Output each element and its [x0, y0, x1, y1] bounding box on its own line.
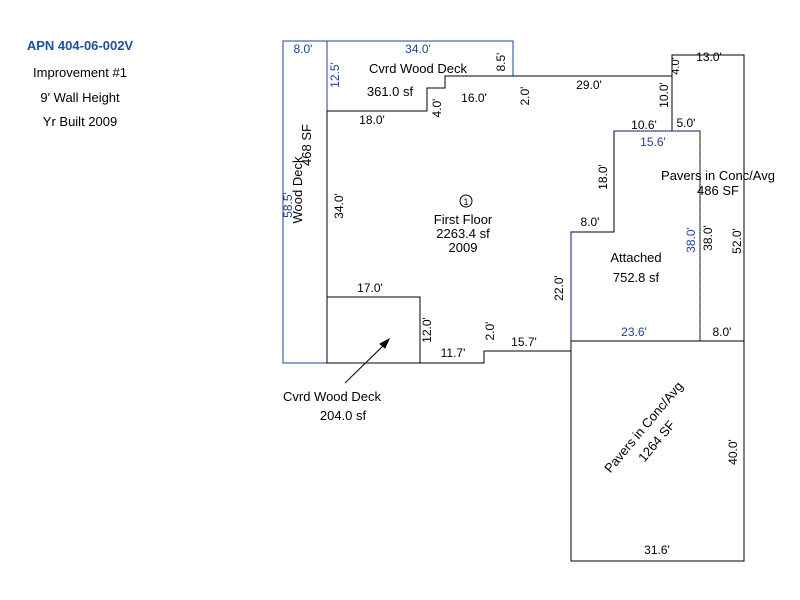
dim-16-0: 16.0' — [461, 91, 487, 105]
dim-38-0: 38.0' — [701, 225, 715, 251]
wall-height-label: 9' Wall Height — [40, 90, 120, 105]
dim-8-0-mid: 8.0' — [581, 215, 600, 229]
pavers-top-area: 486 SF — [697, 183, 739, 198]
dim-18-0-top: 18.0' — [359, 113, 385, 127]
year-built-label: Yr Built 2009 — [42, 114, 118, 129]
dim-40-0: 40.0' — [726, 439, 740, 465]
dim-22-0: 22.0' — [552, 275, 566, 301]
dim-8-0-top: 8.0' — [294, 42, 313, 56]
dim-2-0-top: 2.0' — [518, 87, 532, 106]
first-floor-area: 2263.4 sf — [436, 226, 490, 241]
dim-5-0: 5.0' — [677, 116, 696, 130]
dim-4-0-right: 4.0' — [670, 57, 682, 74]
apn-label: APN 404-06-002V — [26, 38, 134, 53]
dim-12-0: 12.0' — [420, 317, 434, 343]
cvrd-deck-top-name: Cvrd Wood Deck — [369, 61, 468, 76]
dim-4-0-mid: 4.0' — [430, 99, 444, 118]
dim-18-0-right: 18.0' — [596, 164, 610, 190]
cvrd-deck-bottom-area: 204.0 sf — [320, 408, 367, 423]
pavers-bottom-outline — [570, 340, 745, 562]
dim-23-6: 23.6' — [621, 325, 647, 339]
dim-8-0-right: 8.0' — [713, 325, 732, 339]
cvrd-deck-bottom-outline — [326, 296, 421, 364]
first-floor-year: 2009 — [449, 240, 478, 255]
cvrd-deck-arrow-head — [379, 337, 391, 349]
dim-10-6: 10.6' — [631, 118, 657, 132]
first-floor-marker: 1 — [463, 197, 468, 207]
attached-area: 752.8 sf — [613, 270, 660, 285]
dim-11-7: 11.7' — [441, 346, 466, 360]
first-floor-marker-circle — [459, 194, 473, 208]
dim-34-0-top: 34.0' — [405, 42, 431, 56]
dim-15-7: 15.7' — [511, 335, 537, 349]
cvrd-deck-bottom-name: Cvrd Wood Deck — [283, 389, 382, 404]
first-floor-name: First Floor — [434, 212, 493, 227]
dim-38-0-blue: 38.0' — [684, 227, 698, 253]
dim-29-0: 29.0' — [576, 78, 602, 92]
dim-13-0: 13.0' — [696, 50, 722, 64]
dim-52-0: 52.0' — [730, 228, 744, 254]
dim-10-0: 10.0' — [657, 82, 671, 108]
cvrd-deck-top-area: 361.0 sf — [367, 84, 414, 99]
wood-deck-area: 468 SF — [299, 124, 314, 166]
pavers-top-outline — [671, 54, 745, 342]
improvement-label: Improvement #1 — [33, 65, 127, 80]
dim-17-0: 17.0' — [357, 281, 383, 295]
wood-deck-name: Wood Deck — [290, 156, 305, 223]
dim-34-0-left: 34.0' — [332, 193, 346, 219]
dim-2-0-bot: 2.0' — [483, 322, 497, 341]
dim-12-5: 12.5' — [328, 62, 342, 88]
cvrd-deck-arrow-line — [344, 341, 388, 384]
dim-31-6: 31.6' — [644, 543, 670, 557]
dim-58-5: 58.5' — [281, 192, 295, 218]
pavers-top-name: Pavers in Conc/Avg — [661, 168, 775, 183]
dim-15-6: 15.6' — [640, 135, 666, 149]
dim-8-5: 8.5' — [494, 53, 508, 72]
attached-name: Attached — [610, 250, 661, 265]
